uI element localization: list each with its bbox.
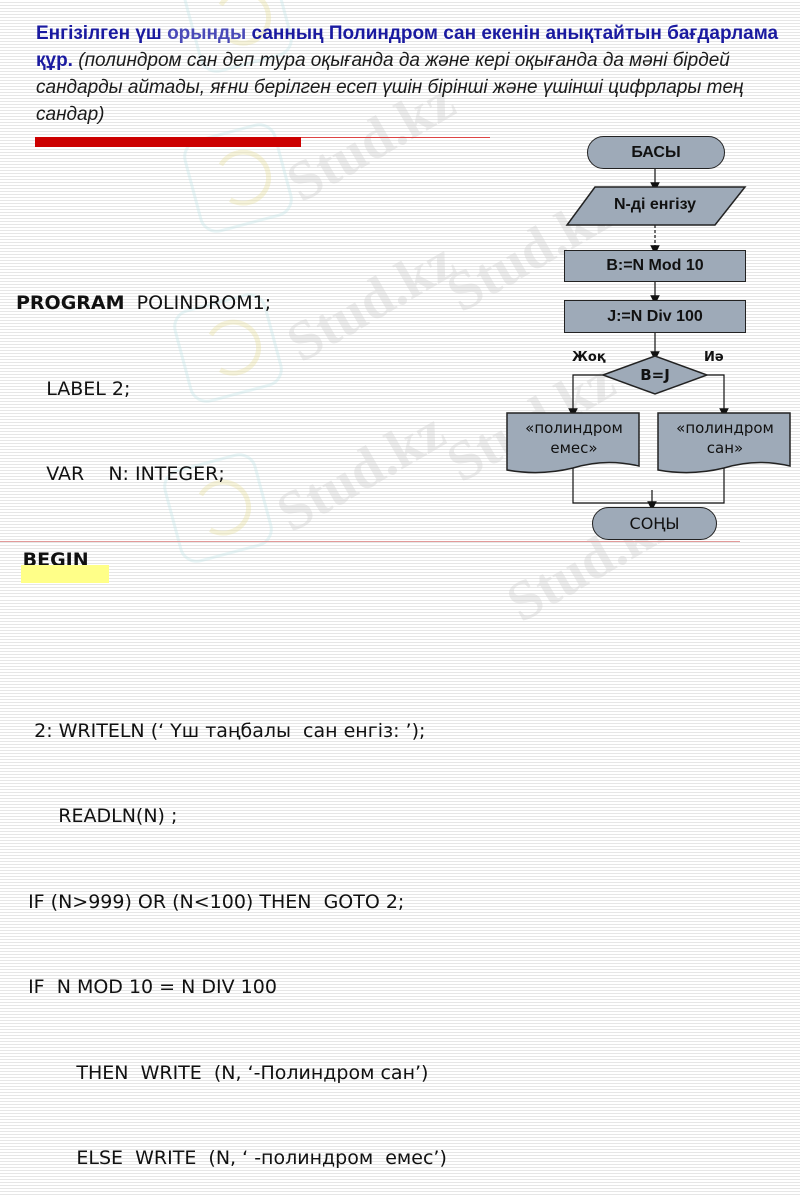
code-line: LABEL 2; — [16, 377, 131, 400]
flowchart-connectors — [506, 169, 791, 511]
accent-bar — [35, 137, 301, 147]
yes-output-shape — [657, 412, 791, 474]
code-line: IF (N>999) OR (N<100) THEN GOTO 2; — [16, 890, 405, 913]
input-shape — [565, 186, 747, 226]
task-description: Енгізілген үш орынды санның Полиндром са… — [36, 20, 786, 128]
title-italic: (полиндром сан деп тура оқығанда да және… — [36, 50, 744, 125]
code-line: PROGRAM POLINDROM1; — [16, 292, 272, 314]
bottom-divider-line — [0, 541, 740, 542]
no-output-shape — [506, 412, 640, 474]
flowchart-yes-label: Иә — [704, 350, 724, 365]
flowchart-start: БАСЫ — [587, 136, 725, 169]
flowchart-no-output: «полиндром емес» — [525, 419, 623, 457]
code-line: 2: WRITELN (‘ Үш таңбалы сан енгіз: ’); — [16, 719, 426, 742]
flowchart-end: СОҢЫ — [592, 507, 717, 540]
code-line: VAR N: INTEGER; — [16, 463, 225, 485]
flowchart-decision: B=J — [640, 366, 670, 384]
flowchart-yes-output: «полиндром сан» — [676, 419, 774, 457]
title-bold-3: санның Полиндром сан екенін анықтайтын б… — [36, 23, 779, 71]
code-line — [16, 631, 447, 660]
title-bold-2: орынды — [167, 23, 247, 44]
flowchart-step-div: J:=N Div 100 — [564, 300, 746, 333]
code-line: THEN WRITE (N, ‘-Полиндром сан’) — [16, 1061, 429, 1084]
flowchart-input: N-ді енгізу — [613, 196, 697, 213]
highlight-box — [21, 565, 109, 583]
title-bold-1: Енгізілген үш — [36, 23, 168, 44]
code-line: READLN(N) ; — [16, 805, 178, 827]
flowchart-step-mod: B:=N Mod 10 — [564, 250, 746, 282]
code-line: IF N MOD 10 = N DIV 100 — [16, 976, 277, 998]
flowchart-no-label: Жоқ — [572, 350, 606, 365]
decision-shape — [600, 355, 710, 395]
code-line: ELSE WRITE (N, ‘ -полиндром емес’) — [16, 1147, 447, 1169]
